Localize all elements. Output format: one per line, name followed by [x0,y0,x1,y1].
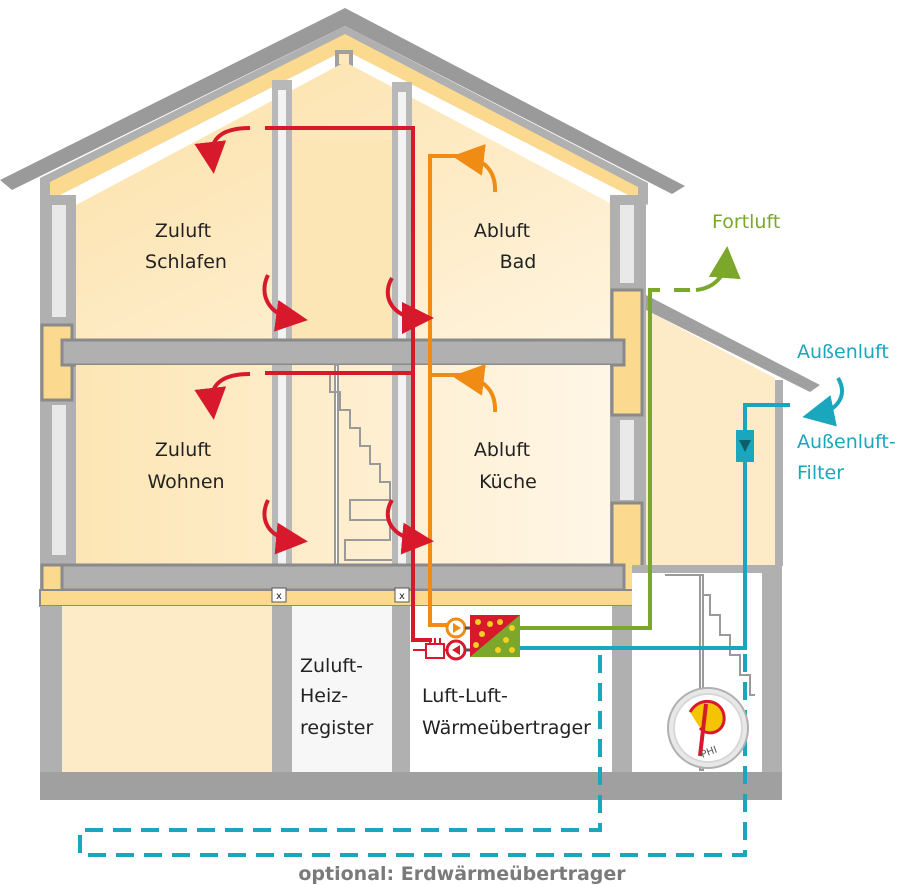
label-aussenluft: Außenluft [797,341,889,363]
label-zuluft-wohnen-1: Zuluft [155,439,211,461]
label-heizregister-1: Zuluft- [300,655,363,677]
label-aussenluft-filter-2: Filter [797,462,844,484]
label-zuluft-wohnen-2: Wohnen [147,471,224,493]
heating-register [413,638,447,659]
extract-room-arrows [452,143,498,413]
svg-text:Abluft Bad: Abluft Bad [474,220,536,273]
label-waermeuebertrager-2: Wärmeübertrager [422,717,591,739]
svg-text:Zuluft Wohnen: Zuluft Wohnen [147,439,224,493]
annex [646,295,820,566]
exhaust-air-duct [520,288,660,630]
ground-floor-slab: x x [39,563,647,607]
extract-fan [445,617,467,639]
heat-recovery-unit [470,615,520,657]
middle-floor [76,364,610,566]
phi-logo [667,687,749,769]
label-abluft-bad-1: Abluft [474,220,530,242]
label-erdwaermeuebertrager: optional: Erdwärmeübertrager [298,863,626,885]
supply-air-ducts [265,126,432,642]
label-zuluft-schlafen-1: Zuluft [155,220,211,242]
house-walls [40,195,646,605]
upper-floor [76,62,610,342]
svg-text:Luft-Luft- Wärmeübertrager: Luft-Luft- Wärmeübertrager [422,685,591,739]
label-abluft-bad-2: Bad [500,251,537,273]
label-waermeuebertrager-1: Luft-Luft- [422,685,508,707]
earth-heat-exchanger-loop [78,650,747,857]
label-heizregister-3: register [300,717,373,739]
svg-text:Zuluft- Heiz- register: Zuluft- Heiz- register [300,655,373,739]
outdoor-air-arrow [802,376,844,427]
upper-floor-slab [60,338,626,367]
svg-text:x: x [399,591,405,602]
svg-text:Außenluft- Filter: Außenluft- Filter [797,431,900,484]
label-abluft-kueche-1: Abluft [474,439,530,461]
svg-text:Zuluft Schlafen: Zuluft Schlafen [145,220,227,273]
svg-text:Abluft Küche: Abluft Küche [474,439,537,493]
label-fortluft: Fortluft [712,211,780,233]
label-heizregister-2: Heiz- [300,685,348,707]
outdoor-air-duct [520,403,790,650]
phi-logo-text: PHI [700,745,719,761]
label-abluft-kueche-2: Küche [479,471,537,493]
exhaust-arrow [695,246,741,292]
roof [0,8,685,205]
svg-text:x: x [276,591,282,602]
supply-room-arrows [194,126,434,555]
supply-fan [445,639,467,661]
label-aussenluft-filter-1: Außenluft- [797,431,896,453]
label-zuluft-schlafen-2: Schlafen [145,251,227,273]
